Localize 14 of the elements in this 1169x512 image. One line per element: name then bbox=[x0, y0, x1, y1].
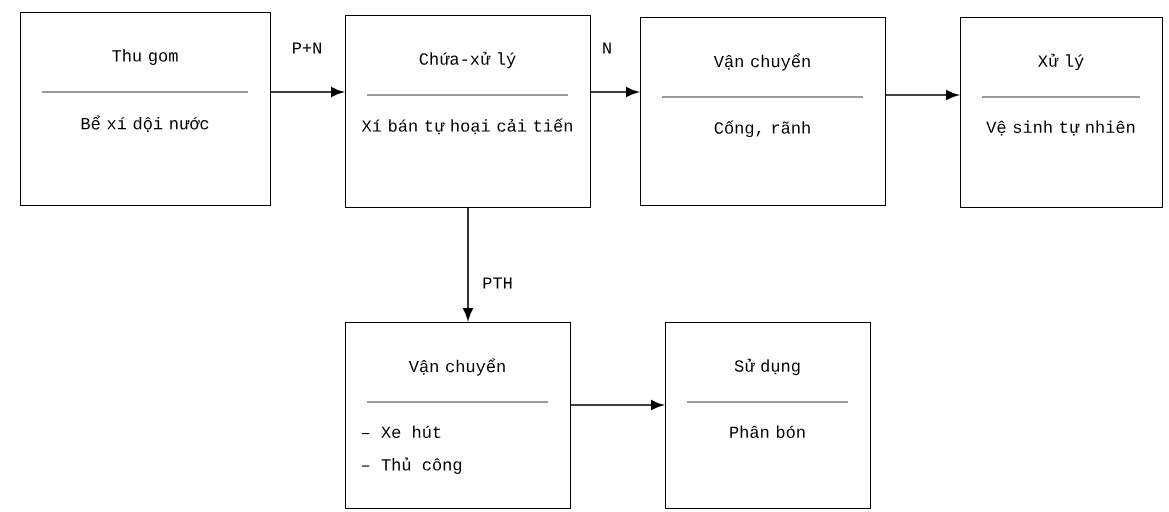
process-box: Sử dụng Phân bón bbox=[665, 322, 871, 509]
arrow bbox=[885, 90, 958, 100]
process-box: Vận chuyển – Xe hút – Thủ công bbox=[345, 322, 571, 509]
edge-label: P+N bbox=[289, 40, 325, 56]
arrow bbox=[270, 87, 343, 97]
edge-label: N bbox=[599, 40, 615, 56]
arrow bbox=[590, 87, 638, 97]
process-box: Chứa-xử lý Xí bán tự hoại cải tiến bbox=[345, 15, 591, 208]
edge-label: PTH bbox=[480, 275, 515, 291]
process-box: Thu gom Bể xí dội nước bbox=[20, 12, 271, 206]
arrow bbox=[570, 400, 663, 410]
arrow bbox=[463, 207, 473, 320]
process-box: Vận chuyển Cống, rãnh bbox=[640, 17, 886, 206]
process-box: Xử lý Vệ sinh tự nhiên bbox=[960, 17, 1163, 208]
